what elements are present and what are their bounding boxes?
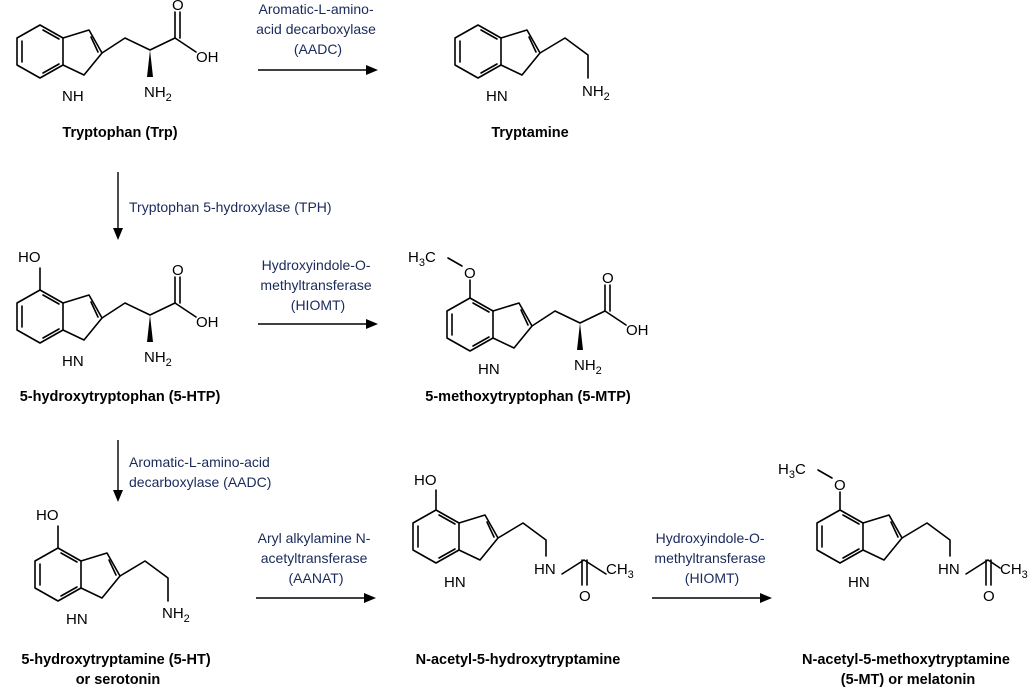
enzyme-aadc-top: Aromatic-L-amino- acid decarboxylase (AA… xyxy=(256,1,380,57)
htp-ho-label: HO xyxy=(18,249,41,266)
melatonin-name: N-acetyl-5-methoxytryptamine (5-MT) or m… xyxy=(802,652,1014,688)
compound-serotonin: HO HN NH2 5-hydroxytryptamine (5-HT) or … xyxy=(21,507,214,688)
enzyme-hiomt-mid: Hydroxyindole-O- methyltransferase (HIOM… xyxy=(260,257,375,313)
mtp-nh-label: HN xyxy=(478,361,500,378)
enzyme-aadc-mid: Aromatic-L-amino-acid decarboxylase (AAD… xyxy=(129,454,274,490)
tryptamine-name: Tryptamine xyxy=(491,125,568,141)
enzyme-tph: Tryptophan 5-hydroxylase (TPH) xyxy=(129,199,332,215)
nacetyl-ht-o-label: O xyxy=(579,588,591,605)
melatonin-o-label: O xyxy=(983,588,995,605)
enzyme-hiomt-bot: Hydroxyindole-O- methyltransferase (HIOM… xyxy=(654,530,769,586)
htp-oh-label: OH xyxy=(196,314,219,331)
nacetyl-ht-ho-label: HO xyxy=(414,472,437,489)
serotonin-nh-label: HN xyxy=(66,611,88,628)
arrow-aanat xyxy=(256,593,376,603)
nacetyl-ht-name: N-acetyl-5-hydroxytryptamine xyxy=(416,652,621,668)
mtp-o-methoxy-label: O xyxy=(464,265,476,282)
melatonin-h3c-label: H3C xyxy=(778,461,806,481)
melatonin-o-methoxy-label: O xyxy=(834,477,846,494)
tryptamine-nh2-label: NH2 xyxy=(582,83,610,103)
htp-nh2-label: NH2 xyxy=(144,349,172,369)
serotonin-ho-label: HO xyxy=(36,507,59,524)
htp-o-label: O xyxy=(172,262,184,279)
arrow-hiomt-mid xyxy=(258,319,378,329)
arrow-tph xyxy=(113,172,123,240)
tryptophan-oh-label: OH xyxy=(196,49,219,66)
tryptophan-nh2-label: NH2 xyxy=(144,84,172,104)
nacetyl-ht-amide-nh-label: HN xyxy=(534,561,556,578)
compound-tryptamine: HN NH2 Tryptamine xyxy=(454,24,610,141)
mtp-o-label: O xyxy=(602,270,614,287)
arrow-aadc-top xyxy=(258,65,378,75)
tryptamine-nh-label: HN xyxy=(486,88,508,105)
htp-nh-label: HN xyxy=(62,353,84,370)
mtp-name: 5-methoxytryptophan (5-MTP) xyxy=(425,389,631,405)
compound-tryptophan: NH O OH NH2 Tryptophan (Trp) xyxy=(16,0,219,141)
mtp-nh2-label: NH2 xyxy=(574,357,602,377)
enzyme-aanat: Aryl alkylamine N- acetyltransferase (AA… xyxy=(258,530,375,586)
serotonin-nh2-label: NH2 xyxy=(162,605,190,625)
compound-melatonin: O H3C HN HN O CH3 N-acetyl-5-methoxytryp… xyxy=(778,461,1028,688)
tryptophan-o-label: O xyxy=(172,0,184,14)
nacetyl-ht-nh-label: HN xyxy=(444,574,466,591)
nacetyl-ht-ch3-label: CH3 xyxy=(606,561,634,581)
arrow-aadc-mid xyxy=(113,440,123,502)
melatonin-ch3-label: CH3 xyxy=(1000,561,1028,581)
serotonin-name: 5-hydroxytryptamine (5-HT) or serotonin xyxy=(21,652,214,688)
arrow-hiomt-bot xyxy=(652,593,772,603)
compound-5-htp: HO HN O OH NH2 5-hydroxytryptophan (5-HT… xyxy=(16,249,221,405)
mtp-h3c-label: H3C xyxy=(408,249,436,269)
mtp-oh-label: OH xyxy=(626,322,649,339)
compound-n-acetyl-5-ht: HO HN HN O CH3 N-acetyl-5-hydroxytryptam… xyxy=(412,472,634,668)
htp-name: 5-hydroxytryptophan (5-HTP) xyxy=(20,389,221,405)
tryptophan-nh-label: NH xyxy=(62,88,84,105)
melatonin-amide-nh-label: HN xyxy=(938,561,960,578)
melatonin-nh-label: HN xyxy=(848,574,870,591)
tryptophan-name: Tryptophan (Trp) xyxy=(62,125,177,141)
compound-5-mtp: O H3C HN O OH NH2 5-methoxytryptophan (5… xyxy=(408,249,649,405)
